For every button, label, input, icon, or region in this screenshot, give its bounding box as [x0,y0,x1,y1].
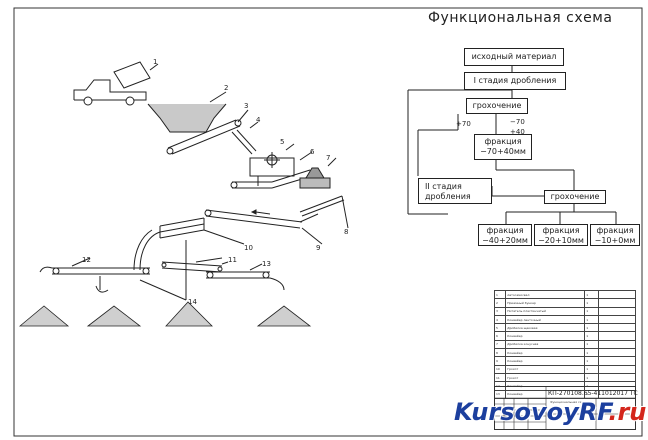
fraction-range: −40+20мм [482,236,528,245]
jaw-crusher [249,143,295,177]
fraction-range: −20+10мм [538,236,584,245]
conveyor-8 [299,195,349,229]
fraction-70-40-box: фракция −70+40мм [474,134,532,160]
conveyor-9 [204,209,323,245]
callout-7: 7 [326,154,331,162]
receiving-hopper [147,91,227,133]
fraction-label: фракция [484,137,522,146]
callout-9: 9 [316,244,321,252]
sheet-frame [13,7,643,437]
watermark-tail: .ru [608,398,647,426]
fraction-20-10-box: фракция −20+10мм [534,224,588,246]
stage1-crushing-box: I стадия дробления [464,72,566,90]
screening1-box: грохочение [466,98,528,114]
callout-2: 2 [224,84,229,92]
callout-4: 4 [256,116,261,124]
callout-3: 3 [244,102,249,110]
stage2-label-line2: дробления [425,192,471,201]
callout-6: 6 [310,148,315,156]
callout-14: 14 [188,298,197,306]
fraction-label: фракция [486,226,524,235]
title-block [494,386,636,430]
watermark-main: KursovoyRF [454,398,609,426]
scheme-title: Функциональная схема [428,10,613,26]
flow-lines [95,240,187,301]
screen-10 [133,217,245,271]
conveyor-12 [39,257,150,275]
stage2-crushing-box: II стадия дробления [418,178,492,204]
label-plus40: +40 [510,128,525,136]
plate-feeder [166,109,249,155]
conveyor-13 [206,263,285,291]
stage2-label-line1: II стадия [425,182,462,191]
kursovoyrf-watermark-logo: KursovoyRF.ru [454,398,646,426]
scheme-connectors [407,66,617,224]
callout-12: 12 [82,256,91,264]
screen-11 [161,257,229,273]
fraction-range: −70+40мм [480,147,526,156]
callout-13: 13 [262,260,271,268]
callout-10: 10 [244,244,253,252]
conveyor-4 [231,121,259,155]
fraction-label: фракция [596,226,634,235]
source-material-box: исходный материал [464,48,564,66]
fraction-label: фракция [542,226,580,235]
drawing-title-line: Функциональная схема [550,400,588,404]
fraction-40-20-box: фракция −40+20мм [478,224,532,246]
fraction-10-0-box: фракция −10+0мм [590,224,640,246]
stockpiles [18,301,312,327]
label-plus70: +70 [456,120,471,128]
callout-1: 1 [153,58,158,66]
callout-8: 8 [344,228,349,236]
callout-5: 5 [280,138,285,146]
fraction-range: −10+0мм [594,236,636,245]
drawing-code: КП-270108.65-411012017 ТС [548,390,638,397]
cone-crusher [299,157,337,189]
screening2-box: грохочение [544,190,606,204]
callout-11: 11 [228,256,237,264]
label-minus70: −70 [510,118,525,126]
dump-truck [73,61,159,106]
